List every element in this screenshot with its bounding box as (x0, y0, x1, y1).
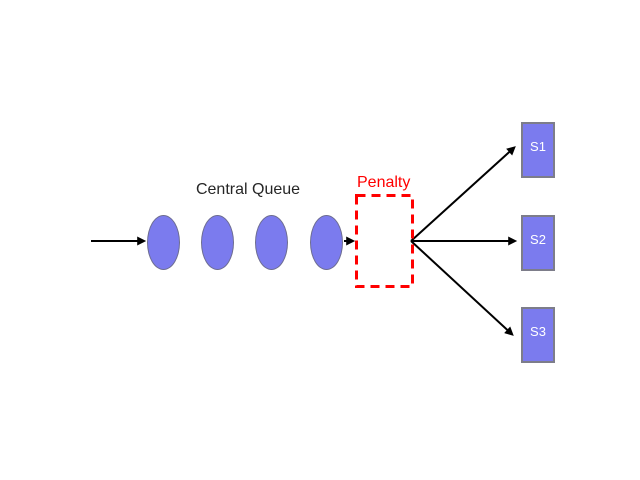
arrow-penalty-to-s1 (410, 146, 516, 242)
server-label: S3 (530, 324, 546, 339)
server-box-s3: S3 (521, 307, 555, 363)
server-label: S2 (530, 232, 546, 247)
server-box-s2: S2 (521, 215, 555, 271)
queue-item-ellipse-1 (147, 215, 180, 270)
server-label: S1 (530, 139, 546, 154)
arrow-penalty-to-s3 (410, 240, 514, 336)
queue-item-ellipse-2 (201, 215, 234, 270)
server-box-s1: S1 (521, 122, 555, 178)
penalty-dashed-box (355, 194, 414, 288)
penalty-label: Penalty (357, 174, 411, 191)
queue-item-ellipse-3 (255, 215, 288, 270)
central-queue-label: Central Queue (195, 181, 301, 198)
queue-item-ellipse-4 (310, 215, 343, 270)
